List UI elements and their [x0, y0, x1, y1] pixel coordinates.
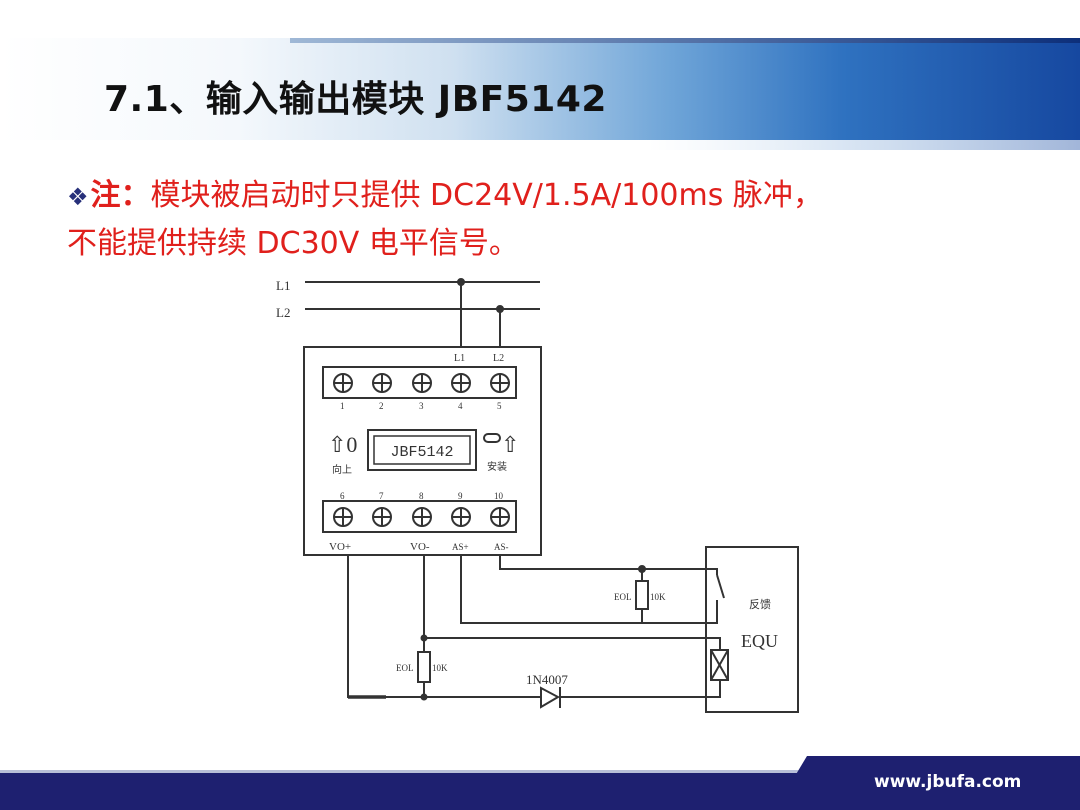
footer-line	[0, 770, 800, 773]
model-display-outer	[367, 429, 477, 471]
terminal-number: 6	[340, 491, 345, 501]
model-display-inner	[373, 435, 471, 465]
model-label: JBF5142	[390, 444, 453, 461]
screw-icon	[451, 373, 471, 393]
note-line-1: ❖注：模块被启动时只提供 DC24V/1.5A/100ms 脉冲，	[67, 170, 823, 214]
terminal-number: 4	[458, 401, 463, 411]
screw-icon	[333, 507, 353, 527]
screw-icon	[372, 507, 392, 527]
wire-as-plus	[460, 555, 718, 624]
diode-icon	[540, 686, 561, 709]
resistor-1-value: 10K	[650, 592, 666, 602]
equipment-label: EQU	[741, 631, 778, 651]
terminal-number: 10	[494, 491, 504, 501]
screw-icon	[490, 507, 510, 527]
terminal-label-l1: L1	[454, 353, 465, 364]
header-banner	[0, 38, 1080, 150]
module-body	[303, 346, 542, 556]
bottom-terminal-strip	[322, 500, 517, 533]
install-slot-icon	[483, 433, 501, 443]
note-line-2: 不能提供持续 DC30V 电平信号。	[67, 226, 519, 261]
resistor-eol-1	[635, 580, 649, 610]
terminal-label-as-plus: AS+	[452, 542, 469, 552]
footer-bar	[0, 773, 1080, 810]
terminal-number: 5	[497, 401, 502, 411]
terminal-label-l2: L2	[493, 353, 504, 364]
wire-vo-plus	[347, 555, 540, 698]
diamond-bullet-icon: ❖	[67, 183, 89, 211]
terminal-number: 9	[458, 491, 463, 501]
install-label: 安装	[487, 460, 507, 473]
footer-tab	[795, 756, 1080, 776]
screw-icon	[412, 373, 432, 393]
terminal-label-vo-plus: VO+	[329, 541, 351, 553]
top-terminal-strip	[322, 366, 517, 399]
screw-icon	[451, 507, 471, 527]
feedback-switch	[716, 574, 725, 599]
bus-label-l2: L2	[276, 305, 290, 320]
terminal-label-vo-minus: VO-	[410, 541, 430, 553]
wire-as-minus	[499, 555, 718, 575]
orientation-label: 向上	[332, 463, 352, 476]
resistor-1-name: EOL	[614, 592, 632, 602]
screw-icon	[372, 373, 392, 393]
up-arrow-icon: ⇧0	[328, 432, 357, 457]
terminal-number: 8	[419, 491, 424, 501]
screw-icon	[333, 373, 353, 393]
junction-dot	[420, 693, 428, 701]
bus-label-l1: L1	[276, 278, 290, 293]
note-text-1: 模块被启动时只提供 DC24V/1.5A/100ms 脉冲，	[150, 178, 823, 213]
screw-icon	[412, 507, 432, 527]
equipment-box	[705, 546, 799, 713]
terminal-label-as-minus: AS-	[494, 542, 509, 552]
terminal-number: 1	[340, 401, 345, 411]
resistor-2-value: 10K	[432, 663, 448, 673]
header-fade	[0, 140, 1080, 154]
terminal-number: 7	[379, 491, 384, 501]
screw-icon	[490, 373, 510, 393]
feedback-label: 反馈	[749, 598, 771, 611]
footer-website[interactable]: www.jbufa.com	[874, 772, 1022, 792]
install-arrow-icon: ⇧	[501, 432, 519, 457]
note-label: 注：	[90, 178, 151, 213]
wire-coil-top	[424, 637, 721, 650]
top-terminal-screws	[333, 373, 510, 393]
diode-label: 1N4007	[526, 672, 568, 687]
slide-title: 7.1、输入输出模块 JBF5142	[104, 79, 607, 120]
resistor-eol-2	[417, 651, 431, 683]
header-accent-line	[290, 38, 1080, 43]
terminal-number: 3	[419, 401, 424, 411]
terminal-number: 2	[379, 401, 384, 411]
resistor-2-name: EOL	[396, 663, 414, 673]
